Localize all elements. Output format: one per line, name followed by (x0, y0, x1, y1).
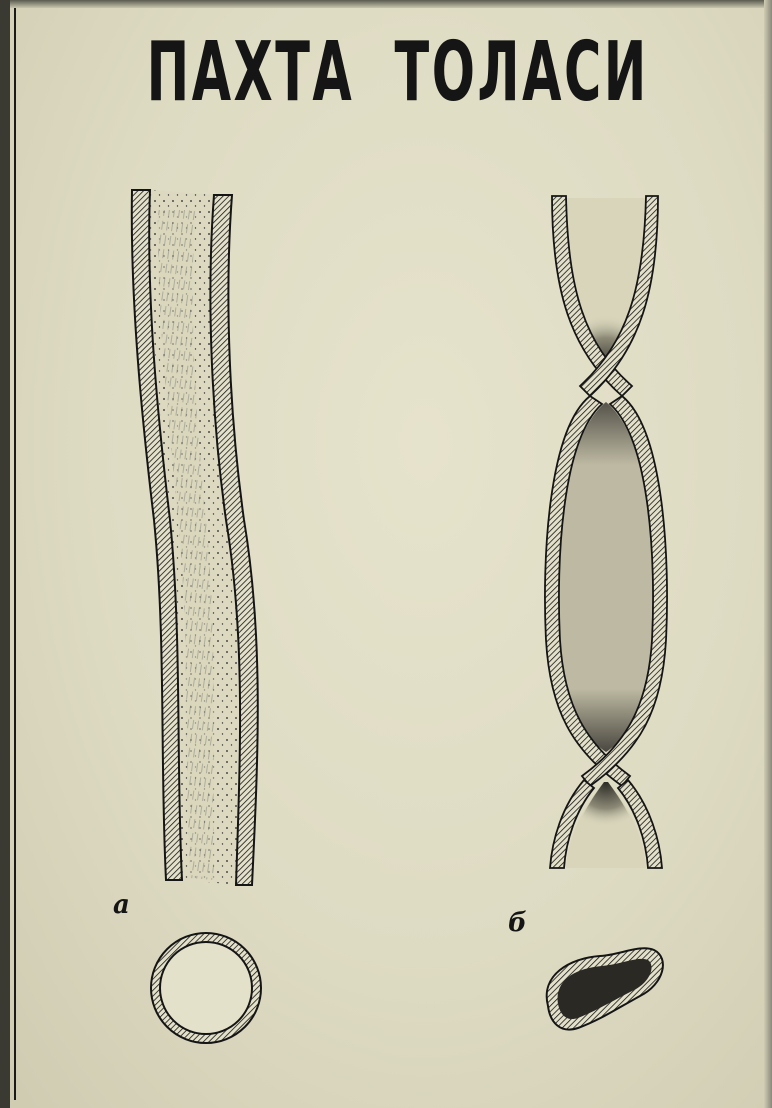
fiber-a-longitudinal (132, 190, 258, 885)
fiber-b-longitudinal (545, 196, 667, 868)
label-a: а (113, 890, 130, 920)
label-b: б (508, 908, 527, 938)
cross-section-a-lumen (160, 942, 252, 1034)
cross-section-b (547, 948, 663, 1029)
cross-section-a (151, 933, 261, 1043)
